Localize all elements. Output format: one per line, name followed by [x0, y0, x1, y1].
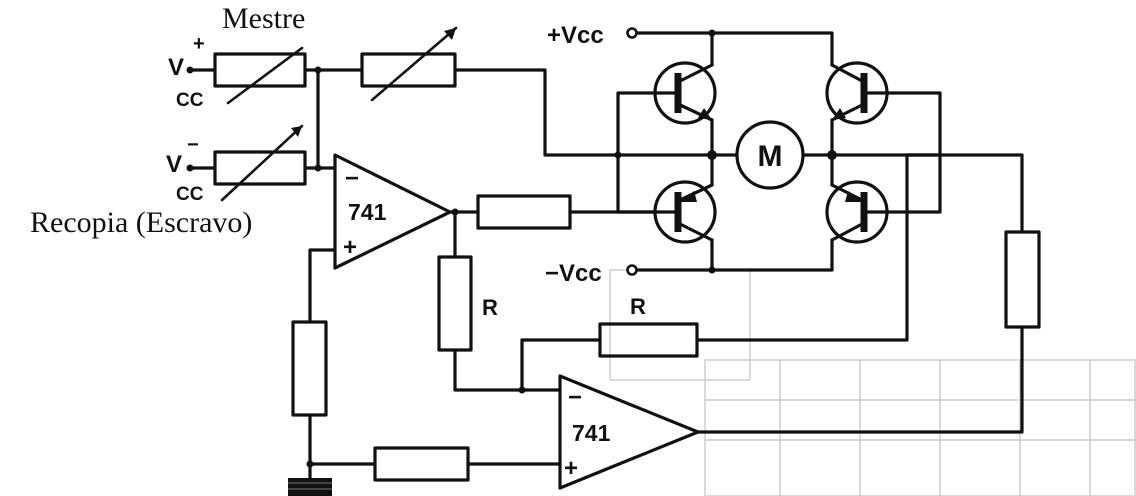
- opamp-top: − + 741: [333, 153, 452, 270]
- ground-resistor-vertical: [291, 320, 328, 417]
- vcc-minus-label: −Vcc: [545, 260, 602, 287]
- resistor-r-horizontal-label: R: [630, 294, 646, 319]
- input-resistor-bottom: [373, 446, 470, 482]
- transistor-top-left: [653, 61, 717, 125]
- background-bleed-through: [609, 269, 1136, 496]
- ground-symbol: [288, 478, 332, 496]
- wiring: [190, 31, 1024, 480]
- opamp-bottom-label: 741: [572, 420, 611, 446]
- opamp-top-minus-sign: −: [345, 165, 359, 192]
- adjustable-resistor-top: [360, 26, 458, 102]
- resistor-r-vertical-label: R: [482, 295, 498, 320]
- transistor-bottom-right: [825, 180, 889, 244]
- opamp-top-label: 741: [348, 199, 387, 225]
- vcc-plus-label: +Vcc: [547, 22, 604, 49]
- v-minus-sub: CC: [176, 184, 204, 205]
- vcc-minus-terminal: [626, 264, 638, 276]
- v-plus-sub: CC: [176, 90, 204, 111]
- v-plus-cc-label: V + CC: [168, 33, 205, 111]
- transistor-top-right: [825, 61, 889, 125]
- resistor-r-horizontal: [598, 322, 699, 358]
- series-resistor: [476, 194, 572, 230]
- v-minus-main: V: [166, 151, 182, 178]
- slave-label: Recopia (Escravo): [30, 206, 252, 239]
- v-plus-main: V: [168, 54, 184, 81]
- junction-dots: [306, 29, 837, 468]
- opamp-bottom-minus-sign: −: [568, 384, 582, 411]
- motor-label: M: [758, 140, 783, 173]
- v-plus-sup: +: [193, 33, 205, 55]
- transistor-bottom-left: [653, 180, 717, 244]
- feedback-resistor-r-vertical: [437, 255, 473, 352]
- opamp-top-plus-sign: +: [343, 234, 357, 261]
- master-label: Mestre: [222, 2, 305, 35]
- slave-potentiometer: [213, 124, 307, 202]
- v-minus-terminal: [186, 164, 194, 172]
- opamp-bottom-plus-sign: +: [564, 455, 578, 482]
- vcc-plus-terminal: [626, 27, 638, 39]
- motor: M: [735, 120, 805, 190]
- v-plus-terminal: [186, 66, 194, 74]
- v-minus-sup: −: [187, 134, 199, 156]
- v-minus-cc-label: V − CC: [166, 134, 204, 205]
- master-potentiometer: [213, 46, 307, 105]
- right-feedback-resistor: [1004, 230, 1041, 329]
- opamp-bottom: − + 741: [558, 374, 700, 490]
